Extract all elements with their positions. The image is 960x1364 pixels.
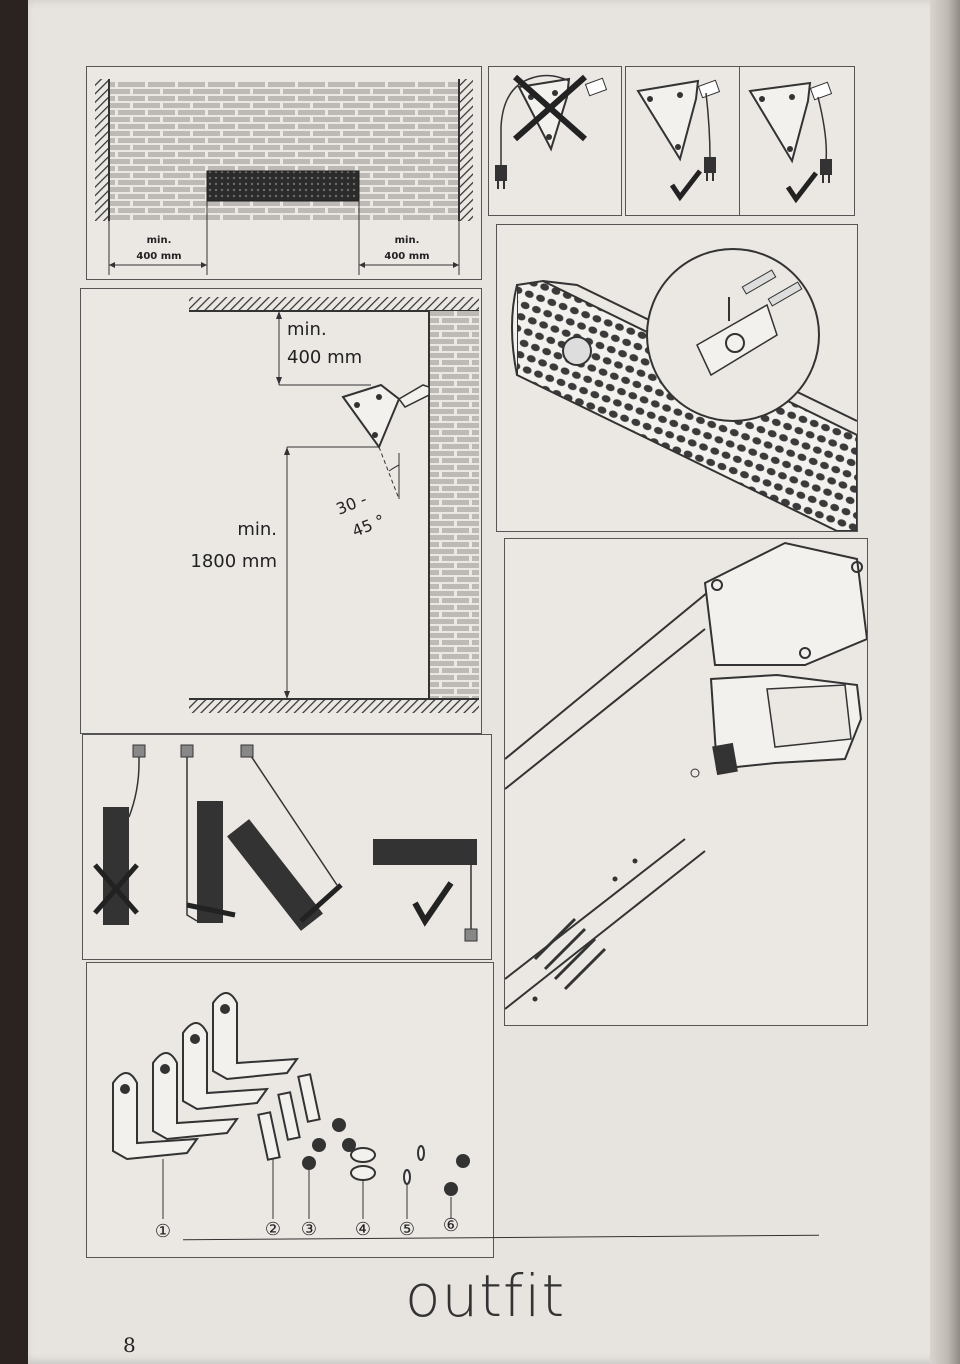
bracket-detail-panel	[496, 224, 858, 532]
screw-icon	[302, 1118, 356, 1170]
brand-logo-text: outfit	[405, 1262, 566, 1330]
parts-diagram: ① ② ③ ④ ⑤ ⑥	[112, 992, 470, 1242]
part-label-3: ③	[301, 1219, 317, 1240]
angle-range-line1: 30 -	[333, 489, 369, 518]
top-clearance-value: 400 mm	[287, 347, 362, 368]
right-clearance-label: min.	[395, 235, 420, 246]
cable-handling-diagram	[93, 744, 478, 942]
check-icon	[785, 171, 818, 204]
top-clearance-label: min.	[287, 319, 327, 340]
parts-panel: ① ② ③ ④ ⑤ ⑥	[86, 962, 494, 1258]
side-clearance-diagram: min. 400 mm min. 400 mm	[95, 79, 473, 275]
floor-clearance-value: 1800 mm	[190, 551, 277, 572]
power-switch-icon	[712, 742, 738, 776]
heater-endcap-panel	[504, 538, 868, 1026]
part-label-1: ①	[155, 1221, 171, 1242]
side-clearance-panel: min. 400 mm min. 400 mm	[86, 66, 482, 280]
bolt-icon	[444, 1154, 470, 1196]
left-clearance-value: 400 mm	[136, 251, 181, 262]
check-icon	[669, 169, 702, 202]
height-clearance-panel: min. 400 mm 30 - 45 ° min. 1800 mm	[80, 288, 482, 734]
heater-cable-up-diagram	[495, 74, 608, 189]
part-label-5: ⑤	[399, 1219, 415, 1240]
angle-range-line2: 45 °	[349, 511, 387, 541]
part-label-2: ②	[265, 1219, 281, 1240]
heater-endcap-diagram	[505, 541, 867, 1010]
heater-cable-down-diagram	[636, 79, 721, 202]
height-clearance-diagram: min. 400 mm 30 - 45 ° min. 1800 mm	[189, 297, 479, 713]
part-label-4: ④	[355, 1219, 371, 1240]
wing-nut-icon	[350, 1147, 376, 1181]
wall-bracket-icon	[112, 992, 300, 1161]
heater-cable-side-diagram	[748, 81, 833, 204]
heater-bracket-diagram	[511, 248, 857, 531]
cable-orientation-ok-panel-2	[739, 66, 855, 216]
washer-icon	[403, 1145, 425, 1185]
page-number: 8	[123, 1333, 136, 1357]
left-clearance-label: min.	[147, 235, 172, 246]
floor-clearance-label: min.	[237, 519, 277, 540]
cable-orientation-wrong-panel	[488, 66, 622, 216]
page-edge	[930, 0, 960, 1364]
cable-handling-panel	[82, 734, 492, 960]
part-label-6: ⑥	[443, 1215, 459, 1236]
wall-plug-icon	[257, 1073, 321, 1161]
right-clearance-value: 400 mm	[384, 251, 429, 262]
cable-orientation-ok-panel-1	[625, 66, 741, 216]
check-icon	[412, 881, 454, 927]
